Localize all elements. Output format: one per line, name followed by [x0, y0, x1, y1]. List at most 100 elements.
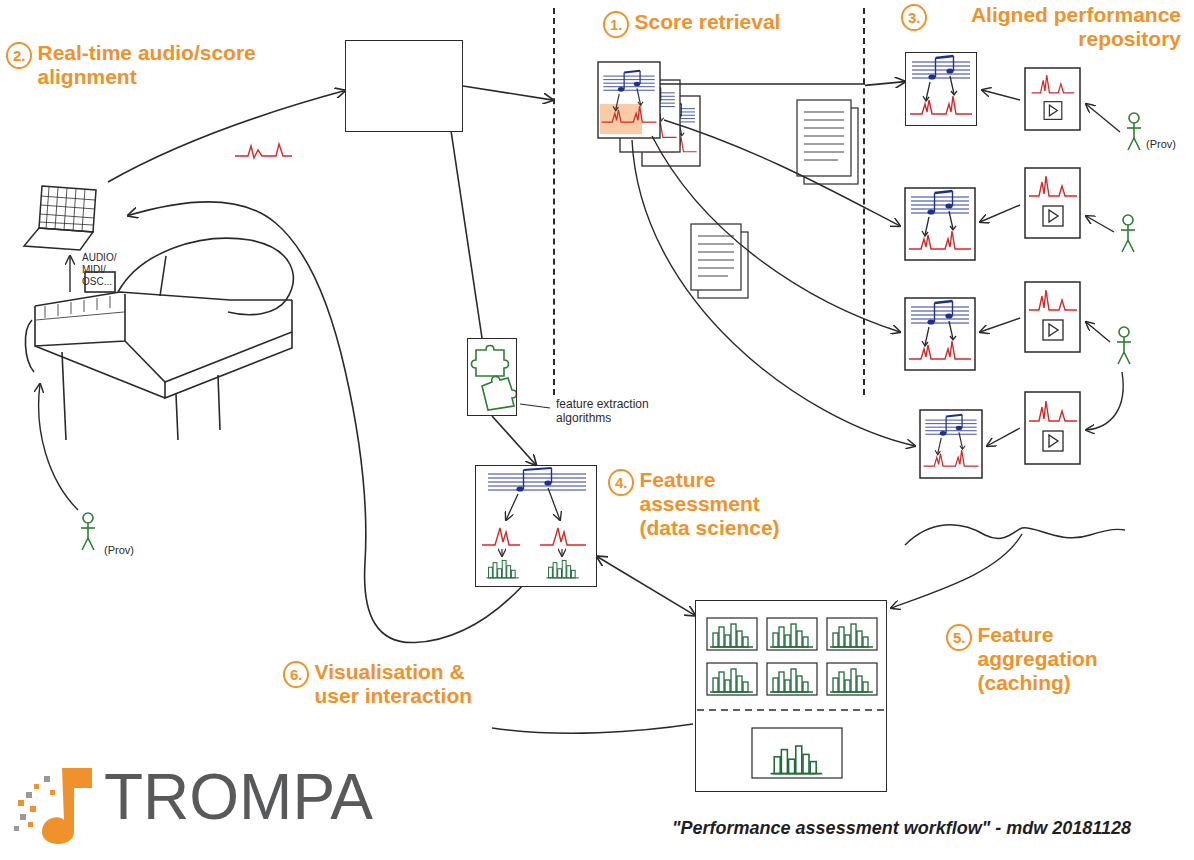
callout-number: 4.	[608, 469, 634, 496]
alignment-box: 2.Real-time audio/score alignment	[345, 40, 463, 132]
aggregation-drawing	[827, 663, 877, 695]
assessment-drawing	[561, 549, 562, 556]
piano-drawing	[110, 296, 111, 308]
connector	[128, 202, 521, 643]
logo-icon	[44, 776, 50, 782]
aggregation-drawing	[710, 624, 753, 647]
logo-icon	[28, 822, 33, 827]
laptop-drawing	[41, 196, 95, 200]
logo-icon	[14, 826, 19, 831]
score-links	[632, 140, 915, 446]
aggregation-drawing	[827, 618, 877, 650]
logo-icon	[20, 814, 26, 820]
aggregation-drawing	[697, 618, 885, 778]
document-stack	[691, 100, 858, 298]
note-label: (Prov)	[1146, 138, 1188, 150]
puzzle-icons	[482, 376, 517, 410]
aligned-performances	[924, 415, 979, 466]
contributor-figure	[1121, 215, 1135, 252]
document-stack	[698, 276, 728, 277]
piano-drawing	[35, 294, 125, 346]
assessment-drawing	[488, 474, 586, 490]
aggregation-drawing	[830, 669, 873, 692]
assessment-drawing	[488, 482, 586, 483]
recording-arrows	[980, 318, 1020, 332]
piano-drawing	[35, 292, 292, 306]
assessment-drawing	[488, 478, 586, 479]
piano-drawing	[97, 298, 98, 310]
score-stack	[600, 104, 642, 134]
assessment-drawing	[488, 490, 586, 491]
laptop-drawing	[73, 189, 76, 231]
node-label: feature extraction algorithms	[556, 397, 706, 426]
assessment-drawing	[544, 480, 551, 485]
recordings	[1032, 75, 1075, 119]
document-stack	[698, 236, 734, 276]
aggregation-drawing	[767, 663, 817, 695]
logo-icon	[18, 800, 24, 806]
recordings	[1025, 392, 1080, 464]
document-stack	[698, 260, 734, 261]
feature-assessment-box: 4.Feature assessment (data science)	[475, 465, 597, 587]
connector	[463, 86, 553, 100]
score-stack	[602, 71, 657, 122]
heading-group: 4.Feature assessment (data science)	[608, 468, 813, 540]
piano-drawing	[36, 312, 124, 320]
assessment-drawing	[524, 468, 552, 470]
piano-drawing	[118, 238, 293, 314]
aggregation-drawing	[767, 618, 817, 650]
document-stack	[804, 136, 844, 137]
document-stack	[804, 120, 844, 121]
laptop-drawing	[39, 186, 96, 232]
piano-drawing	[25, 320, 34, 372]
callout-number: 5.	[946, 624, 972, 651]
assessment-drawing	[488, 474, 586, 475]
piano-drawing	[218, 375, 220, 430]
puzzle-icons	[472, 346, 509, 377]
aggregation-drawing	[707, 618, 757, 650]
recordings	[1029, 290, 1077, 340]
heading-group: 5.Feature aggregation (caching)	[946, 623, 1126, 695]
feature-aggregation-box: 5.Feature aggregation (caching)	[695, 600, 887, 792]
aggregation-drawing	[710, 669, 753, 692]
laptop-drawing	[24, 186, 96, 250]
heading-text: Feature aggregation (caching)	[978, 623, 1126, 695]
repository-brace	[905, 525, 1125, 545]
logo-icon	[30, 806, 36, 812]
laptop-drawing	[24, 228, 93, 250]
contributor-figure	[1117, 327, 1131, 364]
brace-arrow	[891, 534, 1022, 608]
piano-drawing	[160, 256, 166, 296]
recording-arrows	[980, 90, 1123, 446]
recordings	[1029, 176, 1077, 226]
document-stack	[804, 128, 844, 129]
aggregation-drawing	[771, 746, 823, 774]
callout-number: 6.	[283, 661, 309, 688]
midi-arrow	[69, 256, 70, 292]
heading-text: Visualisation & user interaction	[315, 660, 513, 708]
score-links	[660, 83, 865, 84]
piano-drawing	[25, 238, 293, 440]
document-stack	[804, 152, 844, 153]
assessment-drawing	[482, 528, 520, 545]
piano-drawing	[35, 346, 165, 398]
label-group: 6.Visualisation & user interaction	[283, 660, 513, 708]
caption: "Performance assessment workflow" - mdw …	[672, 818, 1131, 839]
aggregation-drawing	[697, 709, 885, 710]
recordings	[1025, 168, 1080, 238]
aligned-performances	[909, 301, 971, 359]
heading-group: 2.Real-time audio/score alignment	[6, 41, 316, 89]
aggregation-drawing	[707, 663, 757, 695]
callout-number: 3.	[901, 4, 927, 31]
puzzle-icons	[472, 346, 517, 411]
assessment-drawing	[482, 468, 586, 578]
logo-icon	[34, 784, 39, 789]
logo-icon	[14, 768, 92, 844]
contributor-figure	[1127, 113, 1141, 150]
recordings	[1025, 282, 1080, 352]
aligned-performances	[920, 410, 982, 478]
laptop-drawing	[41, 205, 95, 209]
heading-text: Score retrieval	[635, 10, 781, 34]
visualisation-link	[492, 724, 693, 733]
